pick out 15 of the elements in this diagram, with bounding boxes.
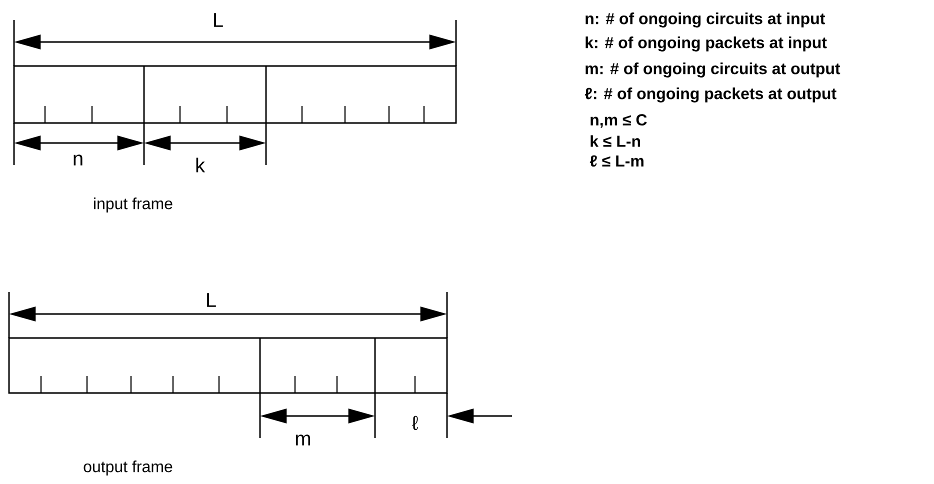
dimension-label: L: [214, 13, 223, 27]
note-text: k: # of ongoing packets at input: [586, 36, 827, 52]
note-text: k ≤ L-n: [590, 135, 640, 147]
note-text: ℓ: # of ongoing packets at output: [584, 88, 836, 102]
dimension-label: ℓ: [412, 416, 418, 430]
frame-label: output frame: [84, 460, 172, 476]
dimension-label: n: [74, 154, 82, 166]
frame-label: input frame: [94, 198, 172, 212]
note-text: n: # of ongoing circuits at input: [586, 12, 825, 28]
dimension-label: L: [207, 293, 216, 307]
dimension-label: k: [196, 158, 206, 172]
note-text: n,m ≤ C: [590, 114, 647, 128]
dimension-label: m: [296, 434, 310, 446]
note-text: m: # of ongoing circuits at output: [586, 62, 840, 78]
note-text: ℓ ≤ L-m: [590, 155, 644, 167]
